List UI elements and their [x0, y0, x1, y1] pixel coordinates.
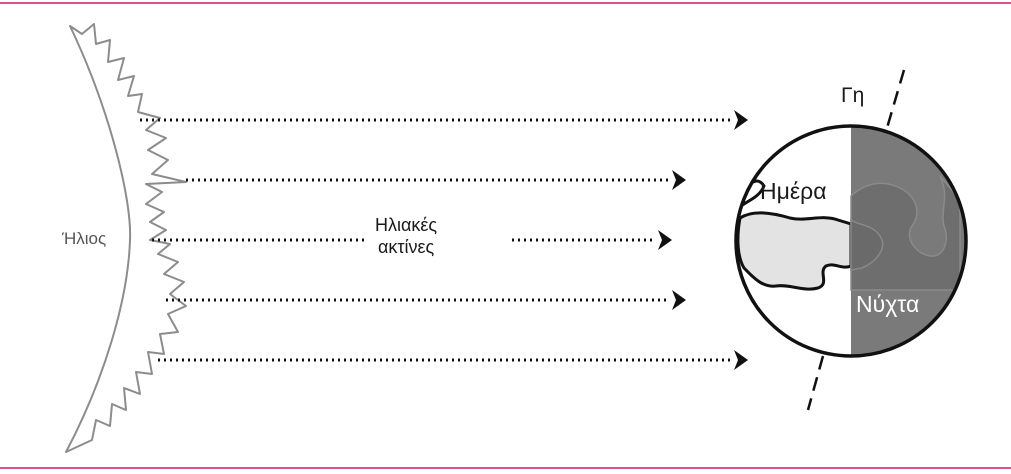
axis-bottom	[806, 355, 825, 411]
solar-rays-label-line2: ακτίνες	[377, 237, 435, 257]
sun-label: Ήλιος	[62, 229, 107, 248]
earth-label: Γη	[841, 84, 865, 107]
continent-day	[736, 211, 853, 291]
earth-outline	[734, 124, 968, 358]
sun-shape	[65, 23, 187, 453]
arrowhead-4	[672, 290, 686, 310]
earth	[734, 124, 968, 358]
solar-rays	[140, 118, 732, 362]
continent-night-2	[850, 218, 884, 271]
ray-arrowheads	[658, 110, 748, 370]
solar-rays-label-line1: Ηλιακές	[375, 215, 438, 235]
continent-night	[850, 175, 961, 291]
earth-axis	[806, 69, 906, 411]
day-label: Ημέρα	[760, 178, 827, 204]
arrowhead-3	[658, 230, 672, 250]
axis-top	[885, 69, 906, 129]
night-label: Νύχτα	[856, 291, 920, 317]
arrowhead-5	[734, 350, 748, 370]
arrowhead-1	[734, 110, 748, 130]
arrowhead-2	[672, 170, 686, 190]
solar-rays-label: Ηλιακές ακτίνες	[375, 214, 437, 258]
